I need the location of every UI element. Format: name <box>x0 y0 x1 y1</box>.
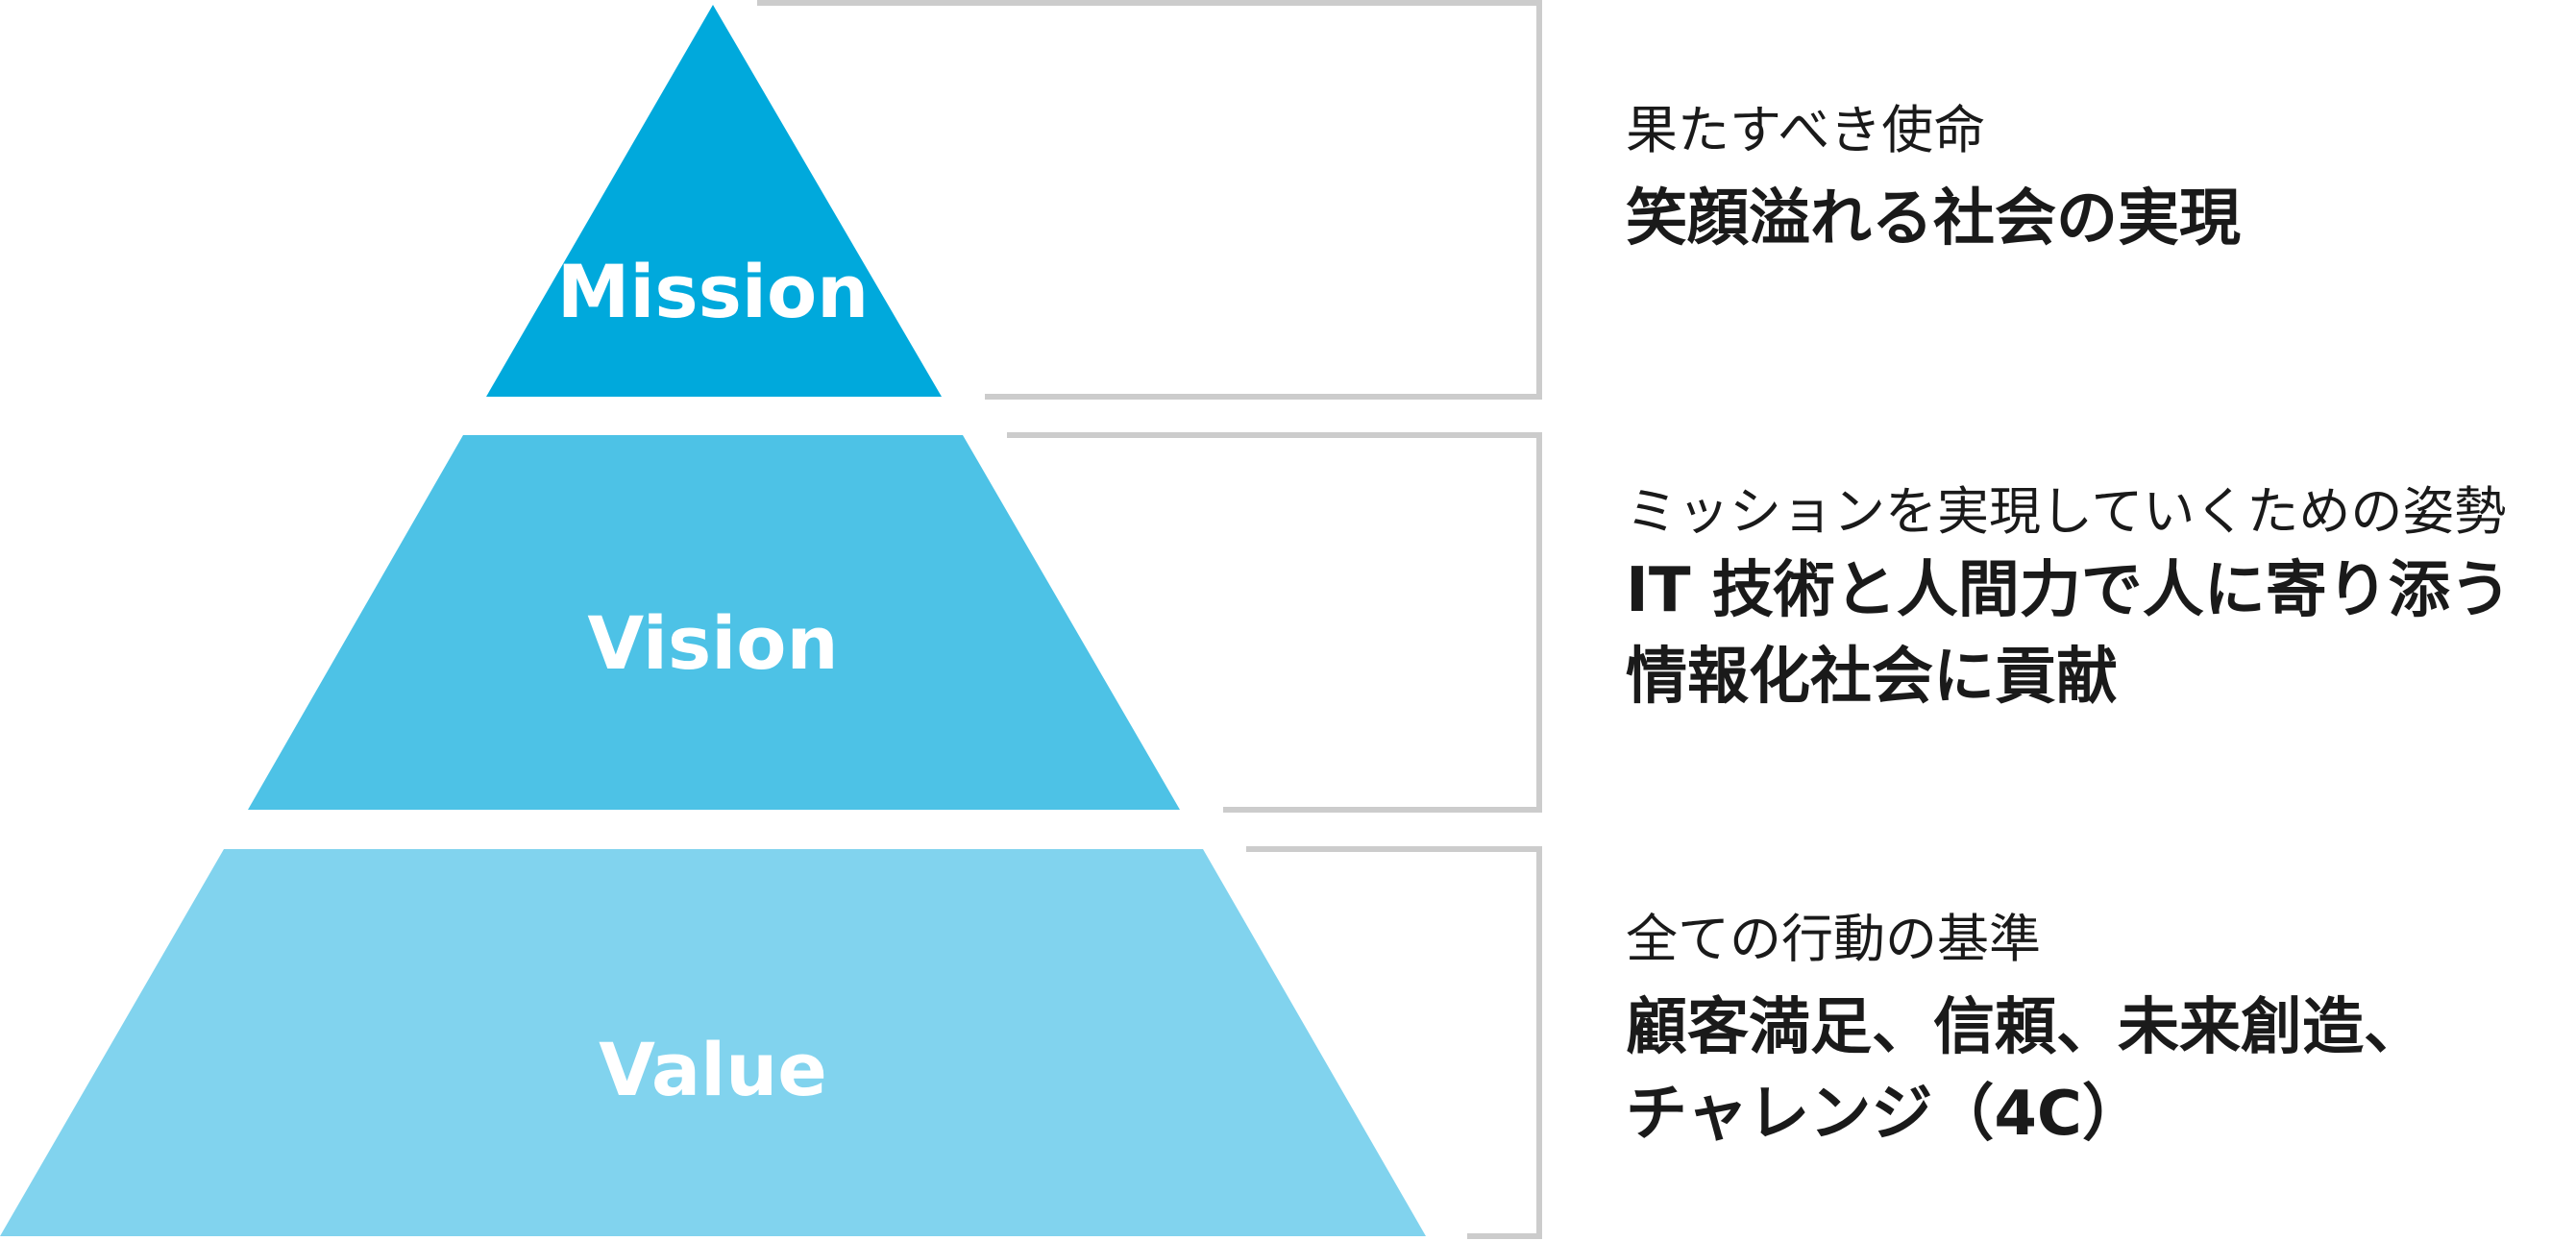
vision-tier <box>248 435 1180 810</box>
mission-bracket <box>757 0 1542 400</box>
value-tier <box>0 849 1426 1236</box>
mission-description: 果たすべき使命 笑顔溢れる社会の実現 <box>1626 99 2572 262</box>
value-subtitle: 全ての行動の基準 <box>1626 909 2041 969</box>
vision-label: Vision <box>587 600 838 686</box>
value-description: 全ての行動の基準 顧客満足、信頼、未来創造、 チャレンジ（4C） <box>1626 908 2572 1157</box>
mission-subtitle: 果たすべき使命 <box>1626 100 1986 160</box>
vision-description: ミッションを実現していくための姿勢 IT 技術と人間力で人に寄り添う 情報化社会… <box>1626 480 2572 720</box>
value-bracket <box>1246 846 1542 1239</box>
vision-subtitle: ミッションを実現していくための姿勢 <box>1626 481 2507 542</box>
mission-label: Mission <box>557 249 870 334</box>
value-statement-line-1: 顧客満足、信頼、未来創造、 <box>1626 992 2425 1063</box>
vision-statement-line-1: IT 技術と人間力で人に寄り添う <box>1626 555 2512 626</box>
vision-statement-line-2: 情報化社会に貢献 <box>1626 642 2118 713</box>
value-statement-line-2: チャレンジ（4C） <box>1626 1079 2144 1150</box>
vision-bracket <box>1007 432 1542 813</box>
mission-tier <box>486 5 942 397</box>
mission-statement: 笑顔溢れる社会の実現 <box>1626 183 2241 255</box>
value-label: Value <box>599 1027 827 1112</box>
